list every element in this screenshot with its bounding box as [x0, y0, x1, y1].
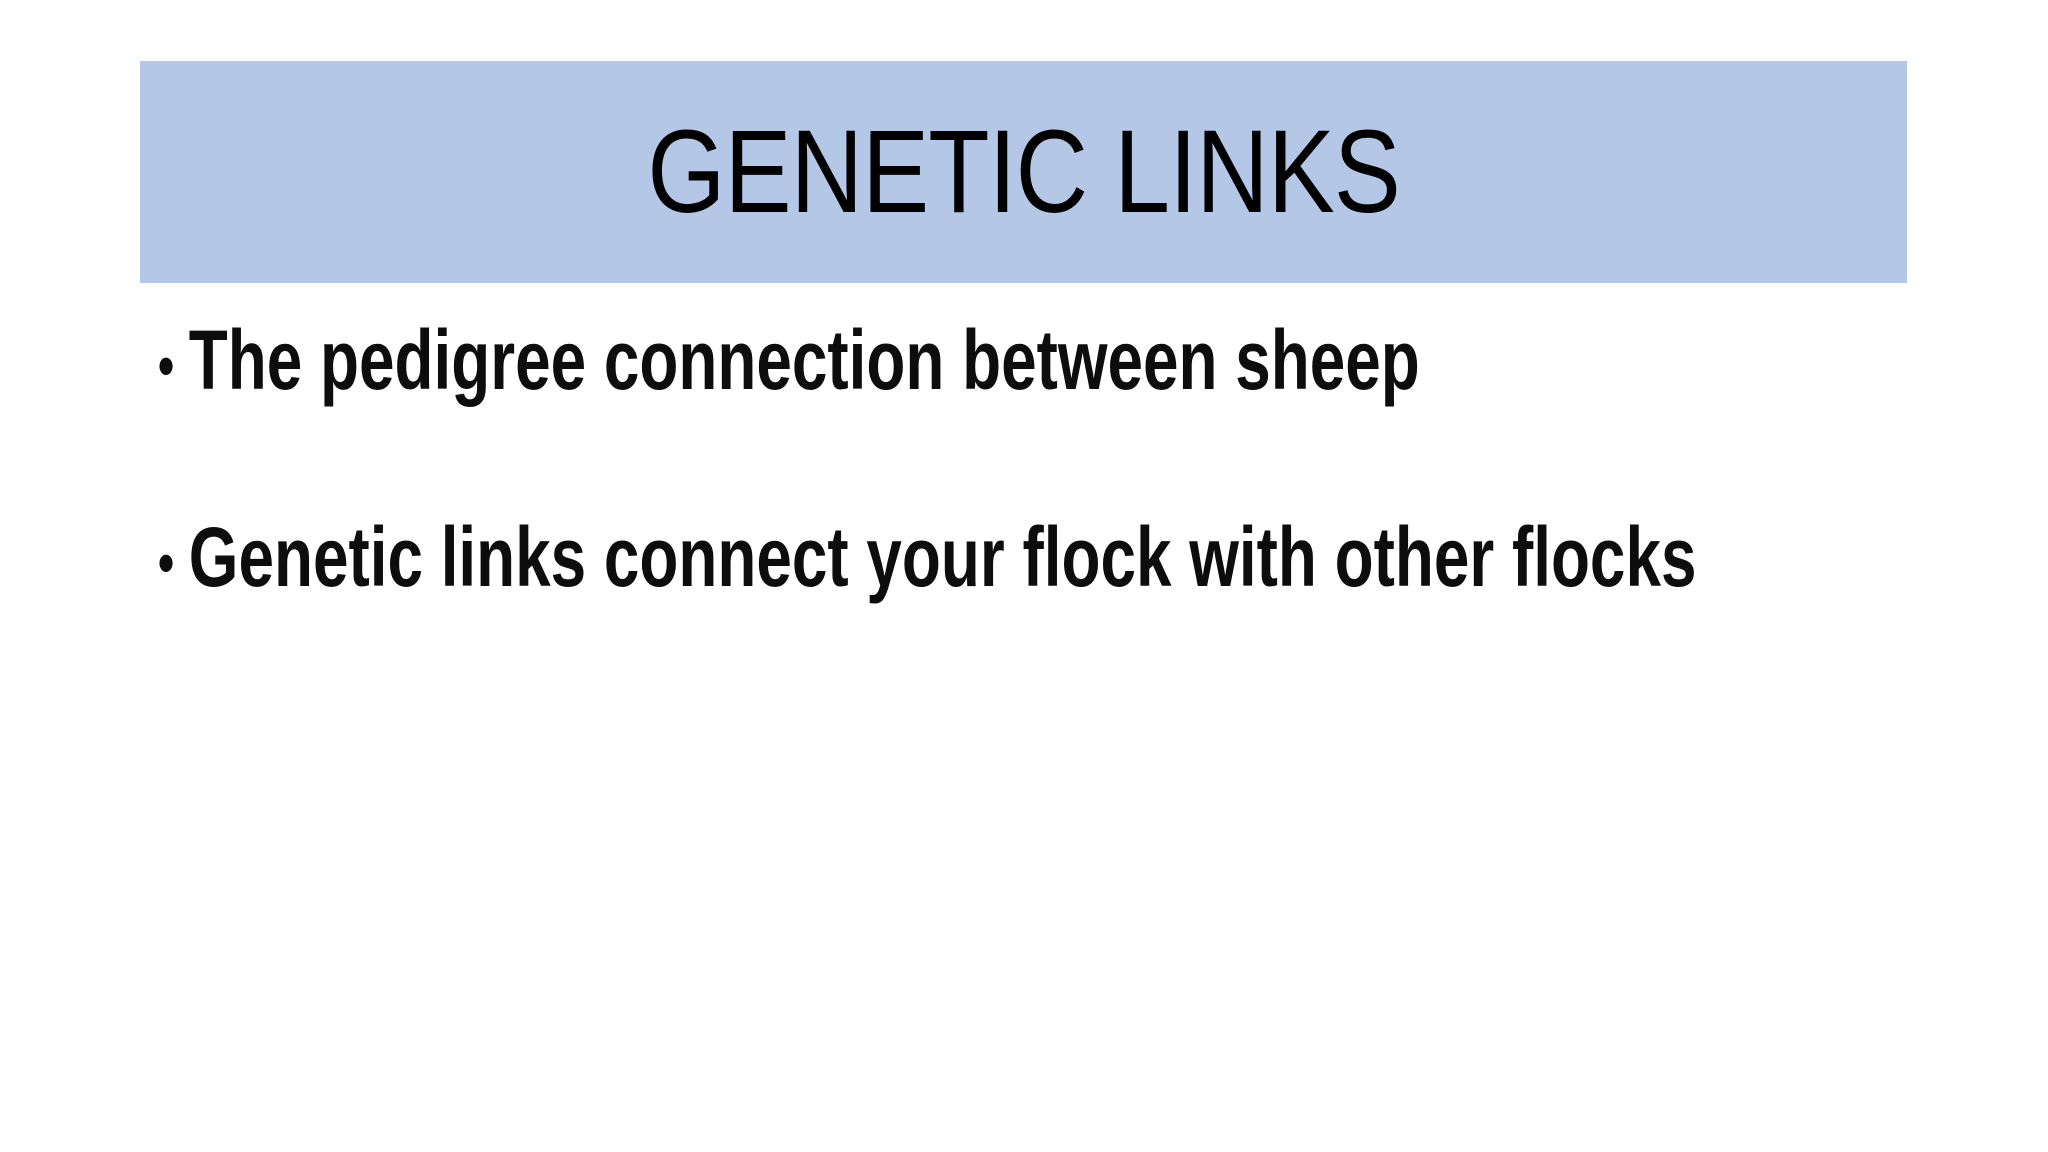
bullet-text: The pedigree connection between sheep	[188, 313, 1420, 407]
bullet-marker: •	[158, 527, 175, 596]
bullet-text: Genetic links connect your flock with ot…	[188, 510, 1697, 604]
bullet-item-pedigree: •The pedigree connection between sheep	[158, 312, 1420, 409]
slide-title: GENETIC LINKS	[647, 106, 1400, 238]
bullet-item-genetic-links: •Genetic links connect your flock with o…	[158, 509, 1696, 606]
bullet-marker: •	[158, 330, 175, 399]
title-banner: GENETIC LINKS	[140, 61, 1907, 283]
